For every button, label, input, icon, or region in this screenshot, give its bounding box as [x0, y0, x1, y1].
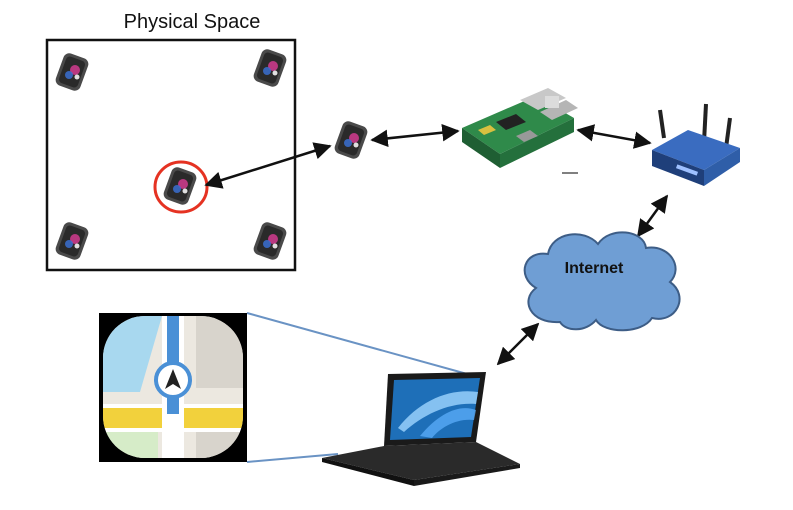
- double-arrow: [370, 123, 460, 148]
- double-arrow: [204, 142, 332, 189]
- beacon-device-icon: [251, 47, 289, 89]
- internet-label: Internet: [565, 260, 624, 277]
- double-arrow: [576, 124, 652, 149]
- double-arrow: [496, 322, 540, 366]
- navigation-map-icon: [99, 313, 247, 462]
- beacon-device-icon: [251, 220, 289, 262]
- zoom-line: [246, 453, 339, 463]
- beacon-device-icon: [332, 119, 370, 161]
- beacon-device-icon: [53, 51, 91, 93]
- laptop-icon: [322, 372, 520, 486]
- raspberry-pi-icon: [462, 88, 578, 168]
- beacon-device-icon-selected: [161, 165, 199, 207]
- wifi-router-icon: [652, 103, 740, 186]
- internet-cloud: Internet: [523, 231, 681, 332]
- physical-space-title: Physical Space: [124, 11, 261, 33]
- zoom-line: [246, 312, 479, 378]
- double-arrow: [636, 194, 669, 238]
- beacon-device-icon: [53, 220, 91, 262]
